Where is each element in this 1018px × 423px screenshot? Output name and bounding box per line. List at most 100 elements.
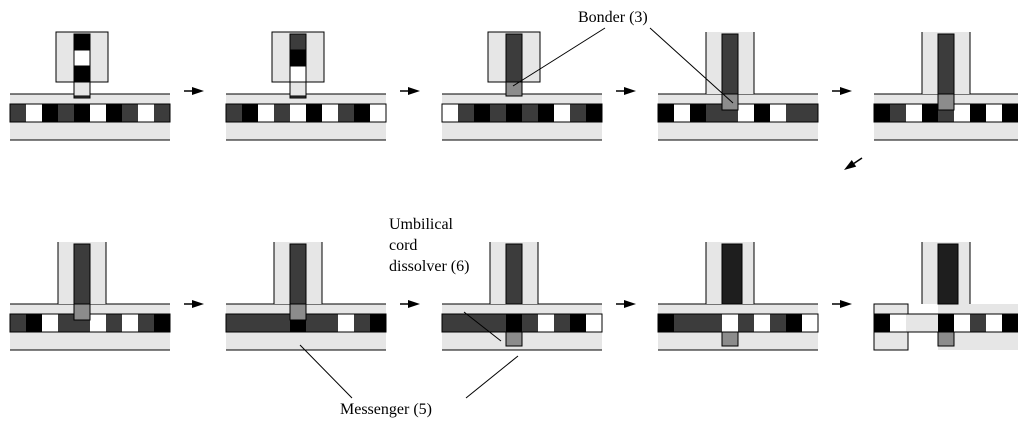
panel-1-3 (441, 31, 603, 141)
tape-cell (658, 314, 674, 332)
tape-cell (306, 314, 322, 332)
tape-cell (538, 104, 554, 122)
tape-cell (986, 314, 1002, 332)
tape-cell (26, 104, 42, 122)
arrow-1-head (192, 87, 204, 95)
tape-cell (970, 314, 986, 332)
arm-cell (73, 65, 91, 83)
tape-cell (706, 104, 722, 122)
tape-cell (226, 104, 242, 122)
messenger-leader-line-1 (299, 344, 353, 399)
tape-cell (42, 104, 58, 122)
tape-cell (754, 314, 770, 332)
tape-cell (442, 314, 458, 332)
arrow-5-head (192, 300, 204, 308)
tape-cell (690, 104, 706, 122)
arm-strand (721, 33, 739, 95)
tape-cell (338, 314, 354, 332)
tape-cell (706, 314, 722, 332)
tape-cell (554, 104, 570, 122)
tape-cell (106, 104, 122, 122)
callouts-layer (299, 27, 734, 399)
tape-cell (970, 104, 986, 122)
tape-cell (10, 104, 26, 122)
arm-cell (289, 65, 307, 83)
bonder-cell (289, 303, 307, 321)
arrow-8-head (840, 300, 852, 308)
tape-cell (738, 314, 754, 332)
tape-cell (90, 104, 106, 122)
tape-cell (754, 104, 770, 122)
tape-cell (490, 104, 506, 122)
bonder-cell (721, 93, 739, 111)
arrow-3-head (624, 87, 636, 95)
panels-layer (9, 31, 1018, 351)
arm-strand (73, 243, 91, 305)
tape-cell (242, 314, 258, 332)
arrow-4-head (840, 87, 852, 95)
messenger-stub (505, 331, 523, 347)
tape-cell (522, 104, 538, 122)
panel-2-5 (873, 242, 1018, 351)
tape-cell (26, 314, 42, 332)
tape-cell (906, 314, 922, 332)
arm-strand (937, 33, 955, 95)
bonder-cell (73, 303, 91, 321)
tape-cell (354, 314, 370, 332)
tape-cell (738, 104, 754, 122)
tape-cell (538, 314, 554, 332)
tape-cell (10, 314, 26, 332)
arm-strand (505, 243, 523, 305)
labels-layer: Bonder (3) Umbilical cord dissolver (6) … (340, 9, 648, 418)
tape-cell (258, 314, 274, 332)
tape-cell (370, 104, 386, 122)
arrow-wrap-head (844, 160, 857, 170)
tape-cell (874, 314, 890, 332)
tape-cell (986, 104, 1002, 122)
tape-outline (225, 103, 387, 123)
tape-cell (674, 314, 690, 332)
tape-cell (658, 104, 674, 122)
tape-cell (922, 314, 938, 332)
arm-cell (73, 49, 91, 67)
panel-1-4 (657, 32, 819, 141)
panel-1-1 (9, 31, 171, 141)
tape-cell (74, 104, 90, 122)
bonder-cell (505, 81, 523, 97)
tape-cell (474, 314, 490, 332)
umbilical-label-line-3: dissolver (6) (389, 258, 469, 275)
tape-cell (490, 314, 506, 332)
tape-cell (722, 314, 738, 332)
tape-cell (458, 104, 474, 122)
arrows-layer (184, 87, 863, 308)
messenger-stub (721, 331, 739, 347)
tape-cell (338, 104, 354, 122)
arrow-6-head (408, 300, 420, 308)
umbilical-leader-line (463, 311, 502, 342)
bonder-label: Bonder (3) (578, 9, 648, 26)
arm-stub (73, 81, 91, 97)
tape-cell (874, 104, 890, 122)
tape-cell (322, 104, 338, 122)
tape-cell (154, 104, 170, 122)
tape-cell (442, 104, 458, 122)
tape-cell (786, 314, 802, 332)
panel-1-2 (225, 31, 387, 141)
tape-outline (9, 103, 171, 123)
bonder-leader-line-1 (512, 27, 606, 87)
tape-cell (122, 104, 138, 122)
bonder-cell (937, 93, 955, 111)
tape-cell (226, 314, 242, 332)
panel-1-5 (873, 32, 1018, 141)
tape-cell (274, 314, 290, 332)
tape-cell (890, 104, 906, 122)
tape-cell (938, 314, 954, 332)
tape-cell (690, 314, 706, 332)
tape-cell (922, 104, 938, 122)
tape-cell (802, 314, 818, 332)
tape-cell (138, 104, 154, 122)
tape-cell (1002, 104, 1018, 122)
tape-cell (42, 314, 58, 332)
tape-cell (154, 314, 170, 332)
